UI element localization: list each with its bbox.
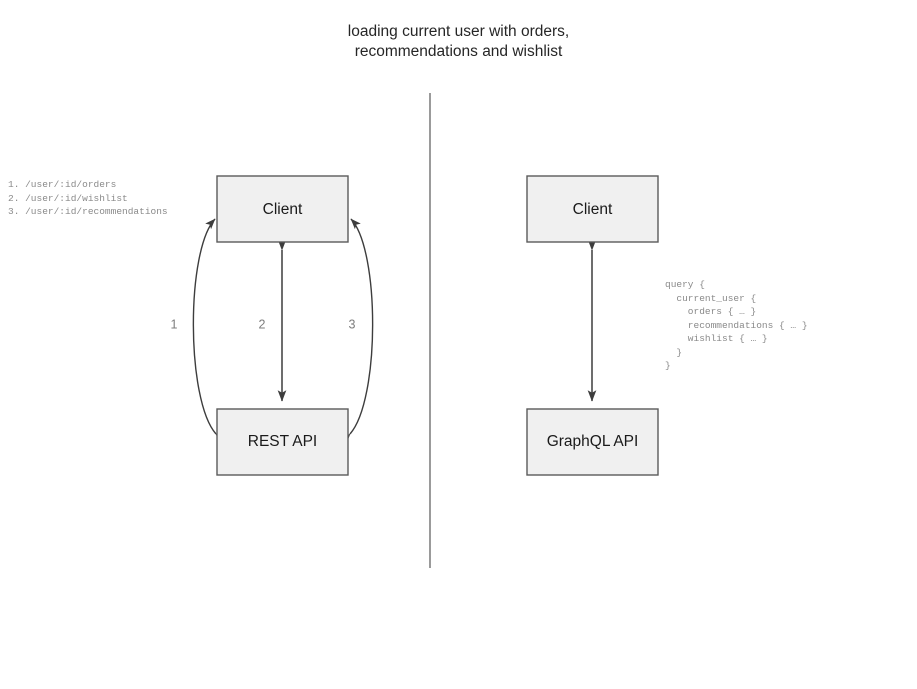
- node-graphql-api-label: GraphQL API: [547, 433, 639, 450]
- edge-label-1: 1: [171, 317, 178, 331]
- edge-rest-3: [340, 218, 374, 445]
- graphql-query-annotation: query { current_user { orders { … } reco…: [665, 279, 808, 371]
- edge-rest-1: [192, 218, 226, 445]
- node-rest-api[interactable]: REST API: [216, 408, 349, 476]
- page-title: loading current user with orders, recomm…: [347, 23, 570, 60]
- node-rest-api-label: REST API: [248, 433, 318, 450]
- node-client-graphql-label: Client: [573, 201, 613, 218]
- node-client-graphql[interactable]: Client: [526, 175, 659, 243]
- edge-label-2: 2: [259, 317, 266, 331]
- node-graphql-api[interactable]: GraphQL API: [526, 408, 659, 476]
- node-client-rest-label: Client: [263, 201, 303, 218]
- node-client-rest[interactable]: Client: [216, 175, 349, 243]
- rest-endpoints-annotation: 1. /user/:id/orders 2. /user/:id/wishlis…: [8, 179, 168, 217]
- edge-label-3: 3: [349, 317, 356, 331]
